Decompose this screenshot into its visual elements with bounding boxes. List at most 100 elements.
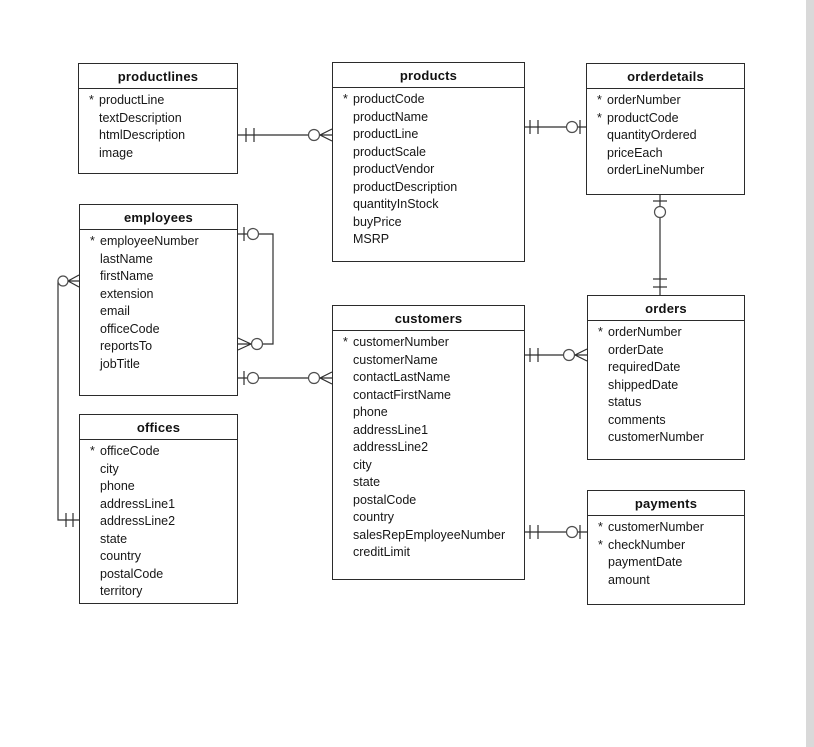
field-name-label: state bbox=[353, 475, 381, 489]
primary-key-marker: * bbox=[597, 110, 602, 125]
field-name-label: contactFirstName bbox=[353, 387, 451, 402]
table-title-employees: employees bbox=[80, 205, 237, 230]
field-name-label: customerNumber bbox=[608, 520, 704, 534]
field-orderdetails-priceEach: priceEach bbox=[597, 145, 740, 163]
field-products-buyPrice: buyPrice bbox=[343, 214, 520, 232]
field-name-label: postalCode bbox=[353, 492, 417, 507]
field-products-quantityInStock: quantityInStock bbox=[343, 196, 520, 214]
field-orders-requiredDate: requiredDate bbox=[598, 359, 740, 377]
primary-key-marker: * bbox=[597, 93, 602, 107]
field-orders-status: status bbox=[598, 394, 740, 412]
field-name-label: comments bbox=[608, 412, 666, 427]
field-name-label: addressLine2 bbox=[353, 440, 429, 454]
field-offices-officeCode: * officeCode bbox=[90, 443, 233, 461]
entity-table-orderdetails[interactable]: orderdetails * orderNumber * productCode qua… bbox=[586, 63, 745, 195]
field-name-label: city bbox=[100, 461, 119, 476]
primary-key-marker: * bbox=[90, 444, 95, 458]
field-name-label: orderNumber bbox=[607, 93, 681, 107]
field-employees-employeeNumber: * employeeNumber bbox=[90, 233, 233, 251]
field-name-label: productCode bbox=[353, 92, 425, 106]
table-title-payments: payments bbox=[588, 491, 744, 516]
rel-products-orderdetails bbox=[525, 120, 586, 134]
field-productlines-image: image bbox=[89, 145, 233, 163]
field-offices-phone: phone bbox=[90, 478, 233, 496]
field-name-label: firstName bbox=[100, 269, 154, 283]
field-name-label: country bbox=[353, 510, 394, 524]
field-name-label: state bbox=[100, 531, 128, 546]
field-offices-territory: territory bbox=[90, 583, 233, 601]
table-title-productlines: productlines bbox=[79, 64, 237, 89]
field-offices-addressLine1: addressLine1 bbox=[90, 496, 233, 514]
field-name-label: country bbox=[100, 549, 141, 563]
field-name-label: htmlDescription bbox=[99, 128, 186, 142]
field-name-label: salesRepEmployeeNumber bbox=[353, 527, 506, 542]
table-title-products: products bbox=[333, 63, 524, 88]
primary-key-marker: * bbox=[598, 537, 603, 552]
field-name-label: customerNumber bbox=[353, 335, 449, 349]
field-name-label: paymentDate bbox=[608, 555, 683, 569]
field-orders-orderDate: orderDate bbox=[598, 342, 740, 360]
field-name-label: addressLine1 bbox=[100, 496, 176, 511]
field-orders-orderNumber: *orderNumber bbox=[598, 324, 740, 342]
primary-key-marker: * bbox=[89, 93, 94, 107]
field-name-label: territory bbox=[100, 584, 143, 598]
field-offices-addressLine2: addressLine2 bbox=[90, 513, 233, 531]
field-payments-checkNumber: *checkNumber bbox=[598, 537, 740, 555]
primary-key-marker: * bbox=[90, 234, 95, 248]
field-list-orderdetails: * orderNumber * productCode quantityOrdered p… bbox=[587, 89, 744, 180]
field-name-label: requiredDate bbox=[608, 360, 681, 374]
table-title-customers: customers bbox=[333, 306, 524, 331]
field-name-label: lastName bbox=[100, 251, 153, 266]
field-name-label: status bbox=[608, 395, 642, 409]
rel-productlines-products bbox=[238, 128, 333, 142]
field-name-label: employeeNumber bbox=[100, 234, 199, 248]
field-name-label: orderLineNumber bbox=[607, 163, 705, 177]
field-employees-reportsTo: reportsTo bbox=[90, 338, 233, 356]
field-customers-customerName: customerName bbox=[343, 352, 520, 370]
field-products-productScale: productScale bbox=[343, 144, 520, 162]
rel-employees-customers bbox=[238, 371, 333, 385]
field-products-productVendor: productVendor bbox=[343, 161, 520, 179]
field-payments-customerNumber: *customerNumber bbox=[598, 519, 740, 537]
field-name-label: email bbox=[100, 304, 130, 318]
field-name-label: addressLine2 bbox=[100, 514, 176, 528]
field-name-label: productCode bbox=[607, 110, 679, 125]
field-customers-contactLastName: contactLastName bbox=[343, 369, 520, 387]
field-name-label: quantityOrdered bbox=[607, 128, 697, 142]
field-offices-postalCode: postalCode bbox=[90, 566, 233, 584]
field-orders-comments: comments bbox=[598, 412, 740, 430]
field-customers-customerNumber: *customerNumber bbox=[343, 334, 520, 352]
entity-table-employees[interactable]: employees * employeeNumber lastName firstNa… bbox=[79, 204, 238, 396]
rel-customers-payments bbox=[525, 525, 587, 539]
field-customers-phone: phone bbox=[343, 404, 520, 422]
primary-key-marker: * bbox=[343, 92, 348, 106]
field-orderdetails-quantityOrdered: quantityOrdered bbox=[597, 127, 740, 145]
field-name-label: officeCode bbox=[100, 444, 160, 458]
field-payments-paymentDate: paymentDate bbox=[598, 554, 740, 572]
field-name-label: productVendor bbox=[353, 162, 435, 176]
field-name-label: orderDate bbox=[608, 342, 664, 357]
table-title-orderdetails: orderdetails bbox=[587, 64, 744, 89]
field-customers-addressLine1: addressLine1 bbox=[343, 422, 520, 440]
field-customers-state: state bbox=[343, 474, 520, 492]
field-name-label: productScale bbox=[353, 144, 426, 159]
field-employees-jobTitle: jobTitle bbox=[90, 356, 233, 374]
rel-orderdetails-orders bbox=[653, 194, 667, 295]
field-name-label: MSRP bbox=[353, 232, 390, 246]
field-employees-officeCode: officeCode bbox=[90, 321, 233, 339]
field-customers-contactFirstName: contactFirstName bbox=[343, 387, 520, 405]
field-offices-state: state bbox=[90, 531, 233, 549]
primary-key-marker: * bbox=[598, 325, 603, 339]
